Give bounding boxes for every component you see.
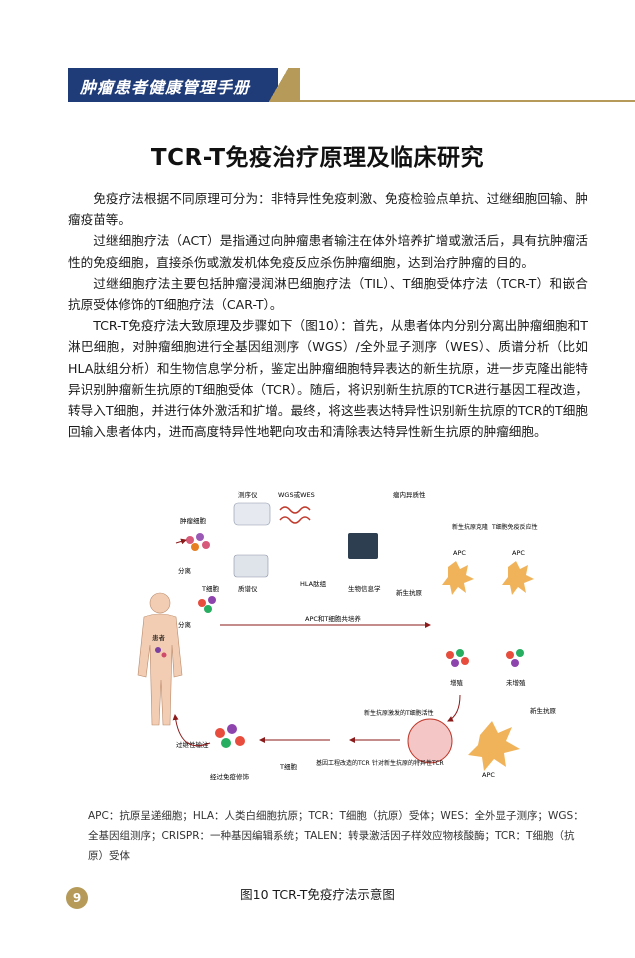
label-activated-t: 新生抗原激发的T细胞活性 bbox=[364, 709, 434, 717]
paragraph: TCR-T免疫疗法大致原理及步骤如下（图10）：首先，从患者体内分别分离出肿瘤细… bbox=[68, 318, 588, 440]
label-t-cell-immunity: T细胞免疫反应性 bbox=[491, 523, 538, 531]
modified-t-cells-icon bbox=[215, 724, 245, 748]
label-separate-1: 分离 bbox=[178, 566, 192, 575]
label-proliferate: 增殖 bbox=[450, 678, 464, 687]
label-apc-2: APC bbox=[512, 549, 525, 557]
paragraph: 免疫疗法根据不同原理可分为：非特异性免疫刺激、免疫检验点单抗、过继细胞回输、肿瘤… bbox=[68, 191, 588, 228]
label-coculture: APC和T细胞共培养 bbox=[305, 614, 361, 623]
header-gold-accent bbox=[250, 68, 300, 102]
tumor-cells-icon bbox=[186, 533, 210, 551]
dna-icon bbox=[279, 506, 311, 514]
header-rule bbox=[290, 100, 635, 102]
unproliferated-cells-icon bbox=[506, 649, 524, 667]
label-patient: 患者 bbox=[152, 633, 166, 642]
sequencer-icon bbox=[233, 502, 271, 526]
label-hla-peptidome: HLA肽组 bbox=[300, 579, 327, 588]
label-t-cell-2: T细胞 bbox=[279, 762, 297, 771]
label-separate-2: 分离 bbox=[178, 620, 192, 629]
t-cells-icon bbox=[198, 596, 216, 613]
apc-cell-icon bbox=[442, 561, 474, 595]
label-neoantigen: 新生抗原 bbox=[396, 588, 423, 597]
label-engineered-tcr: 基因工程改造的TCR bbox=[316, 759, 370, 767]
label-t-cells: T细胞 bbox=[201, 584, 219, 593]
tcr-t-figure: 患者 测序仪 WGS或WES 瘤内异质性 新生抗原克隆 T细胞免疫反应性 肿瘤细… bbox=[130, 485, 570, 785]
body-text: 免疫疗法根据不同原理可分为：非特异性免疫刺激、免疫检验点单抗、过继细胞回输、肿瘤… bbox=[68, 188, 588, 442]
page-title: TCR-T免疫治疗原理及临床研究 bbox=[150, 145, 485, 171]
label-specific-tcr: 针对新生抗原的特异性TCR bbox=[372, 759, 444, 767]
paragraph: 过继细胞疗法主要包括肿瘤浸润淋巴细胞疗法（TIL）、T细胞受体疗法（TCR-T）… bbox=[68, 275, 588, 313]
page-number: 9 bbox=[66, 887, 88, 909]
label-tumor-cells: 肿瘤细胞 bbox=[180, 516, 207, 525]
label-adoptive-transfer: 过继性输注 bbox=[176, 740, 209, 749]
apc-cell-icon bbox=[502, 561, 534, 595]
tcr-t-diagram: 患者 测序仪 WGS或WES 瘤内异质性 新生抗原克隆 T细胞免疫反应性 肿瘤细… bbox=[137, 490, 557, 781]
label-neoantigen-2: 新生抗原 bbox=[530, 706, 557, 715]
label-bioinformatics: 生物信息学 bbox=[348, 584, 381, 593]
label-modified: 经过免疫修饰 bbox=[210, 772, 250, 781]
label-mass-spec: 质谱仪 bbox=[238, 584, 258, 593]
figure-caption: 图10 TCR-T免疫疗法示意图 bbox=[240, 887, 395, 902]
apc-cell-icon bbox=[468, 721, 520, 771]
label-sequencer: 测序仪 bbox=[238, 490, 258, 499]
activated-t-cell-icon bbox=[407, 718, 453, 764]
mass-spec-icon bbox=[233, 554, 269, 578]
page-header: 肿瘤患者健康管理手册 bbox=[0, 0, 635, 110]
book-title: 肿瘤患者健康管理手册 bbox=[80, 78, 251, 97]
computer-icon bbox=[348, 533, 378, 559]
abbreviation-footnote: APC：抗原呈递细胞；HLA：人类白细胞抗原；TCR：T细胞（抗原）受体；WES… bbox=[88, 810, 584, 862]
header-navy-band bbox=[68, 68, 278, 102]
label-neoantigen-clone: 新生抗原克隆 bbox=[452, 523, 488, 531]
label-apc-3: APC bbox=[482, 771, 495, 779]
patient-figure bbox=[137, 592, 183, 726]
proliferated-cells-icon bbox=[446, 649, 469, 667]
label-intratumor: 瘤内异质性 bbox=[393, 490, 426, 499]
dna-icon bbox=[279, 516, 311, 524]
label-apc-1: APC bbox=[453, 549, 466, 557]
paragraph: 过继细胞疗法（ACT）是指通过向肿瘤患者输注在体外培养扩增或激活后，具有抗肿瘤活… bbox=[68, 233, 588, 270]
label-not-proliferate: 未增殖 bbox=[506, 678, 526, 687]
label-wgs-wes: WGS或WES bbox=[278, 490, 315, 499]
